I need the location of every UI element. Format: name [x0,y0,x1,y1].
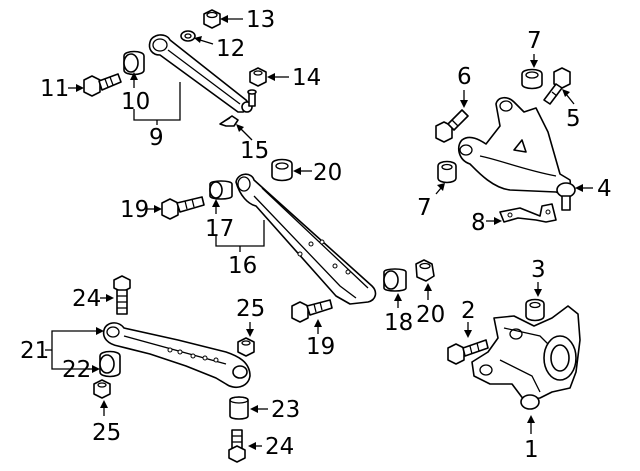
callout-11: 11 [40,76,69,102]
callout-17: 17 [205,216,234,242]
callout-25-lower: 25 [92,420,121,446]
part-6-bolt [435,109,469,143]
arrow-25-lower [100,400,108,416]
arrow-2 [464,322,472,338]
part-4-upper-control-arm [457,96,576,211]
callout-19-lower: 19 [306,334,335,360]
callout-9: 9 [149,125,164,151]
arrow-10 [130,72,138,88]
callout-6: 6 [457,64,472,90]
callout-21: 21 [20,338,49,364]
callout-4: 4 [597,176,612,202]
callout-18: 18 [384,310,413,336]
part-10-bushing [123,50,145,76]
callout-19-upper: 19 [120,197,149,223]
arrow-4 [575,184,593,192]
part-7-nut-top [521,68,543,90]
bracket-16 [215,220,265,252]
callout-12: 12 [216,36,245,62]
part-21-lower-link [102,322,251,389]
callout-15: 15 [240,138,269,164]
callout-20-upper: 20 [313,160,342,186]
part-13-nut [203,9,221,29]
callout-24-upper: 24 [72,286,101,312]
part-22-bushing [99,350,121,378]
callout-7-lower: 7 [417,195,432,221]
part-24-bolt-upper [113,275,131,315]
arrow-23 [250,405,268,413]
callout-22: 22 [62,357,91,383]
part-20-nut-lower [415,259,435,282]
callout-3: 3 [531,257,546,283]
arrow-17 [212,199,220,214]
part-11-bolt [83,73,122,97]
part-25-nut-upper [237,337,255,357]
arrow-15 [236,124,253,141]
part-9-upper-link [148,34,257,113]
part-3-nut [525,298,545,322]
arrow-11 [68,84,84,92]
arrow-7-lower [435,183,445,195]
part-16-lower-arm [235,173,377,305]
part-20-nut-upper [271,158,293,182]
arrow-5 [562,89,575,105]
part-18-bushing [383,268,407,292]
part-19-bolt-upper [161,196,205,220]
arrow-8 [486,217,502,225]
callout-16: 16 [228,253,257,279]
arrow-25-upper [246,322,254,337]
callout-1: 1 [524,437,539,463]
part-1-knuckle [471,305,581,410]
arrow-13 [220,15,243,23]
callout-8: 8 [471,210,486,236]
arrow-12 [194,36,214,45]
arrow-18 [394,293,402,308]
arrow-22 [88,365,100,373]
part-24-bolt-lower [228,429,246,463]
arrow-24-lower [248,442,262,450]
arrow-20-lower [424,283,432,300]
part-2-bolt [447,339,489,365]
arrow-6 [460,90,468,108]
callout-20-lower: 20 [416,302,445,328]
part-7-nut-lower [437,160,457,184]
part-15-cotter-pin [219,115,239,127]
part-5-bolt [543,67,571,105]
part-25-nut-lower [93,379,111,399]
part-8-bracket [499,203,557,223]
arrow-1 [527,415,535,434]
callout-13: 13 [246,7,275,33]
arrow-19-lower [314,319,322,334]
arrow-19-upper [146,205,162,213]
arrow-3 [534,282,542,297]
bracket-9 [133,82,181,125]
callout-25-upper: 25 [236,296,265,322]
callout-24-lower: 24 [265,434,294,460]
arrow-14 [267,73,289,81]
arrow-7-top [530,54,538,68]
part-14-nut [249,67,267,87]
callout-2: 2 [461,298,476,324]
callout-5: 5 [566,106,581,132]
part-17-bushing [209,180,233,200]
callout-7-top: 7 [527,28,542,54]
part-19-bolt-lower [291,299,333,323]
callout-14: 14 [292,65,321,91]
part-23-bushing [229,396,249,420]
callout-10: 10 [121,89,150,115]
callout-23: 23 [271,397,300,423]
arrow-24-upper [100,294,114,302]
arrow-20-upper [293,167,312,175]
bracket-21 [45,327,104,370]
part-12-washer [180,30,196,42]
